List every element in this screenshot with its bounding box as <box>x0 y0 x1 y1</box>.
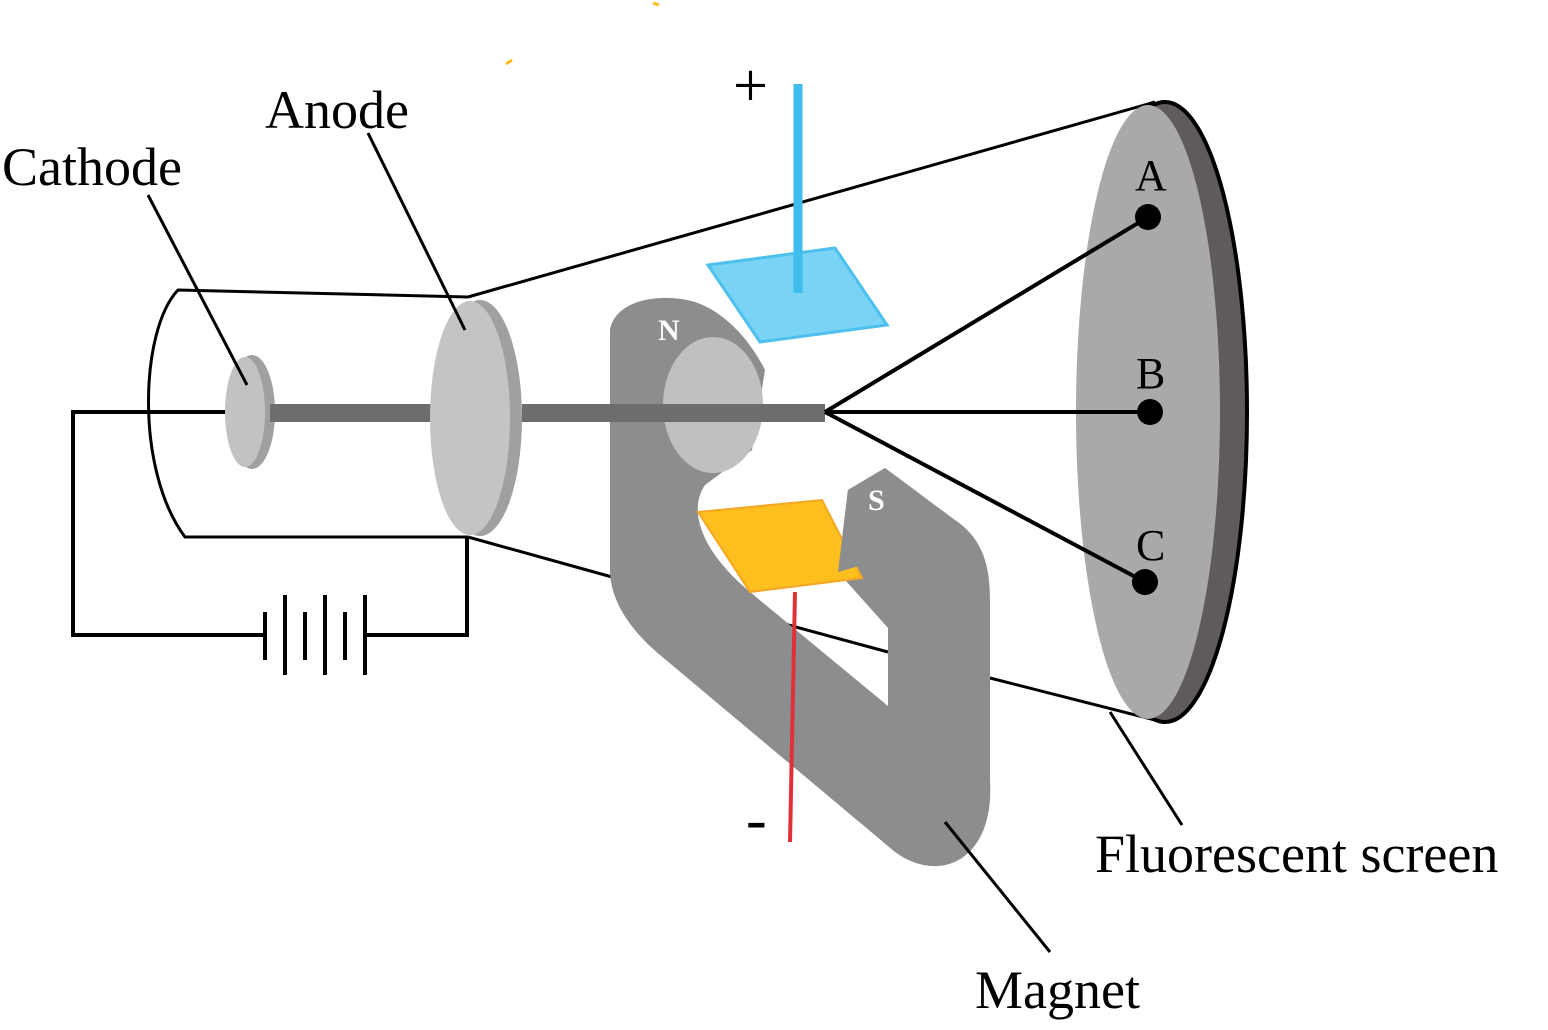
south-pole-label: S <box>868 484 885 517</box>
fluorescent-screen-label: Fluorescent screen <box>1095 824 1498 884</box>
magnet-label: Magnet <box>975 960 1140 1020</box>
anode-label: Anode <box>265 80 409 140</box>
magnet-south-pole <box>838 468 920 572</box>
negative-rod <box>788 591 797 843</box>
electron-beam <box>522 404 825 422</box>
point-a-label: A <box>1135 151 1167 200</box>
cathode-label: Cathode <box>2 137 182 197</box>
battery <box>263 595 367 675</box>
point-c-dot <box>1132 569 1158 595</box>
point-b-label: B <box>1136 349 1165 398</box>
north-pole-label: N <box>658 314 680 347</box>
cathode-electrode <box>225 355 275 469</box>
plus-label: + <box>733 52 768 120</box>
point-a-dot <box>1135 204 1161 230</box>
leader-lines <box>146 132 1184 953</box>
positive-plate <box>705 246 890 344</box>
stray-mark <box>505 58 513 66</box>
point-b-dot <box>1137 399 1163 425</box>
electron-beam <box>270 404 468 422</box>
beam-paths <box>823 215 1150 584</box>
circuit-wire <box>71 410 469 637</box>
negative-plate <box>696 498 864 594</box>
anode-electrode <box>430 300 522 536</box>
point-c-label: C <box>1136 521 1165 570</box>
stray-mark <box>652 1 660 7</box>
minus-label: - <box>746 786 767 854</box>
